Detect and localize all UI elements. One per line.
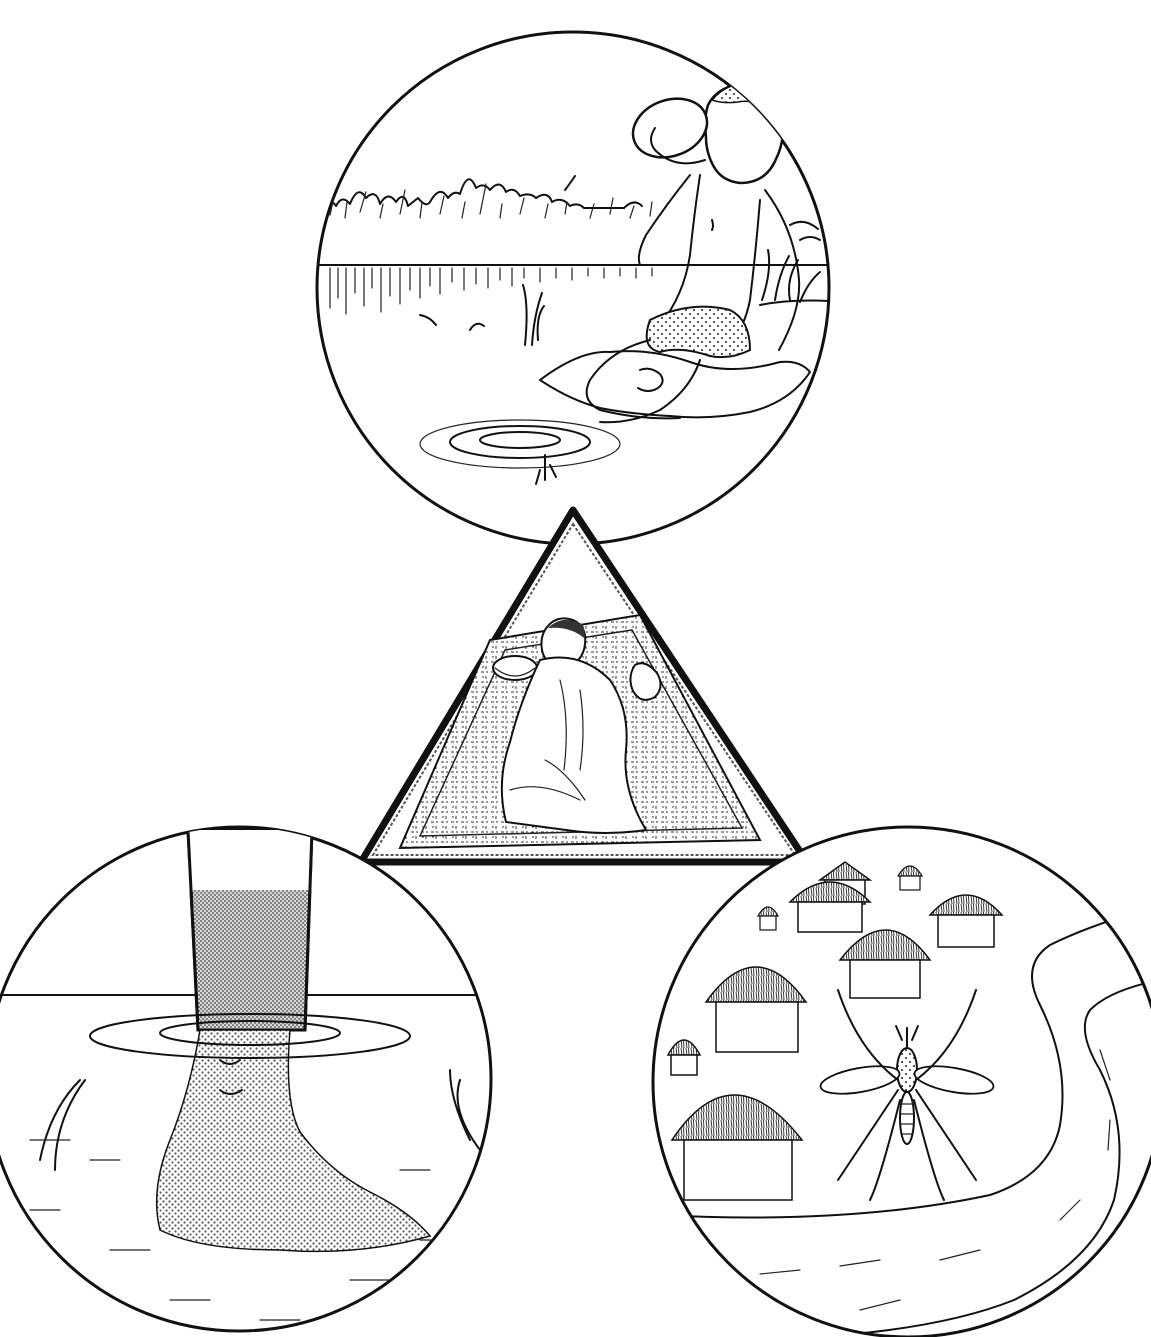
contaminated-foot-scene [0, 827, 491, 1331]
drinking-water-scene [315, 32, 832, 544]
boy-shorts [647, 307, 750, 357]
village-mosquito-scene [653, 827, 1151, 1337]
sick-person-scene [361, 510, 807, 862]
